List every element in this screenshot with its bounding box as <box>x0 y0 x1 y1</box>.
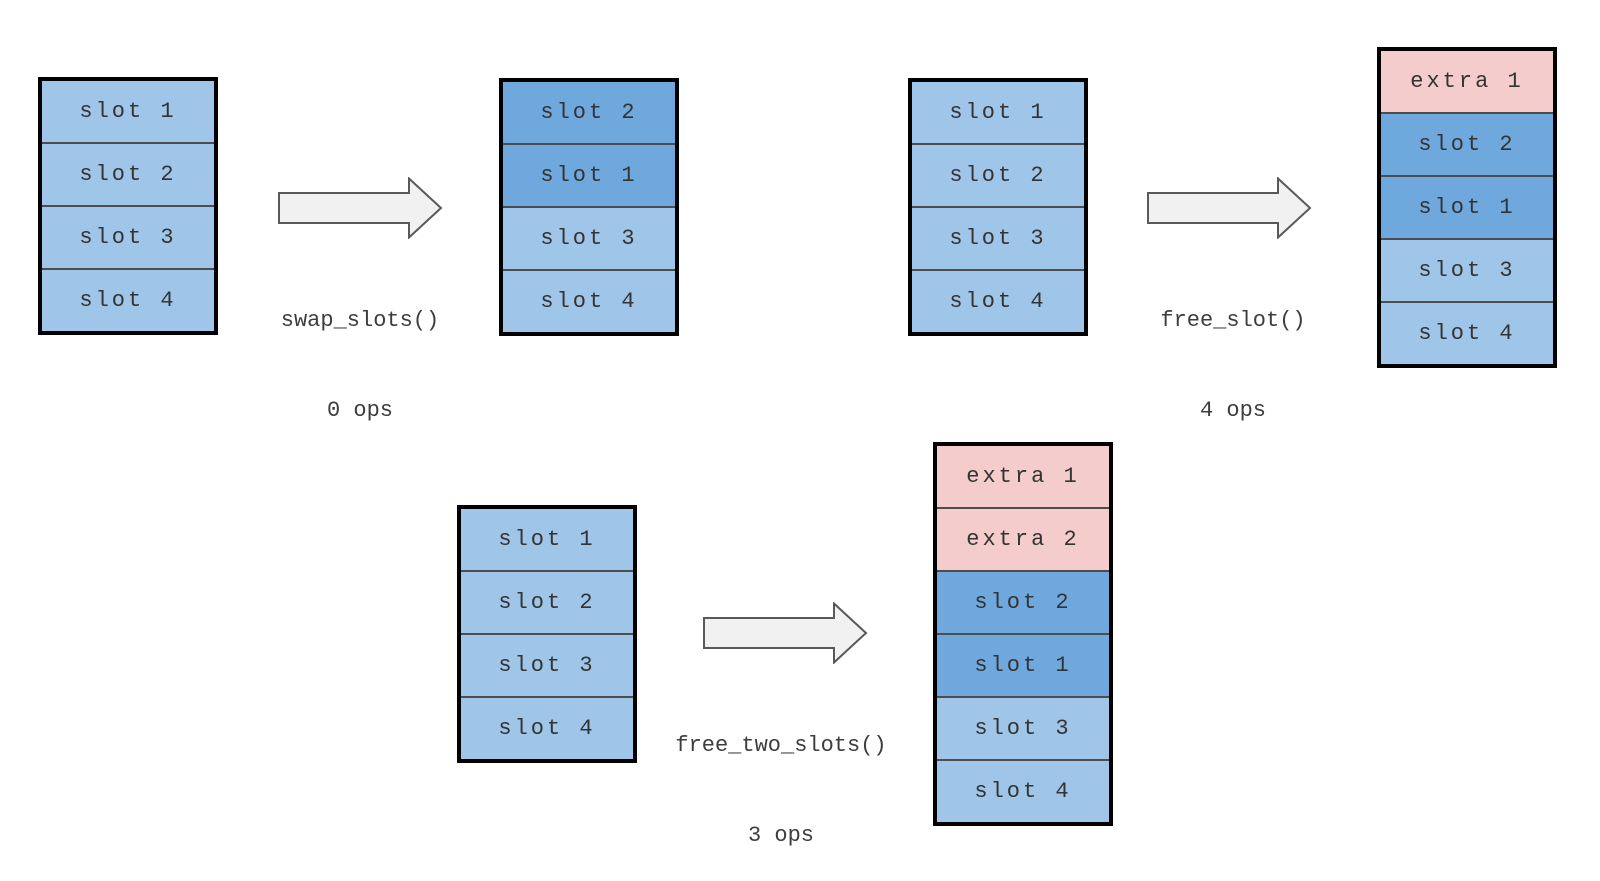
memory-stack-swap-before: slot 1 slot 2 slot 3 slot 4 <box>38 77 218 335</box>
stack-cell: slot 4 <box>42 268 214 331</box>
memory-stack-free-two-before: slot 1 slot 2 slot 3 slot 4 <box>457 505 637 763</box>
memory-stack-free-two-after: extra 1 extra 2 slot 2 slot 1 slot 3 slo… <box>933 442 1113 826</box>
operation-ops-count: 0 ops <box>326 398 393 423</box>
stack-cell: slot 1 <box>912 82 1084 143</box>
operation-label: free_two_slots() 3 ops <box>601 671 961 881</box>
stack-cell: slot 1 <box>1381 175 1553 238</box>
stack-cell: slot 4 <box>1381 301 1553 364</box>
operation-label: swap_slots() 0 ops <box>180 246 540 456</box>
stack-cell: slot 3 <box>937 696 1109 759</box>
stack-cell: slot 1 <box>42 81 214 142</box>
right-arrow-icon <box>703 602 868 664</box>
right-arrow-icon <box>278 177 443 239</box>
operation-ops-count: 4 ops <box>1199 398 1266 423</box>
stack-cell: slot 3 <box>461 633 633 696</box>
operation-function: free_two_slots() <box>675 733 887 758</box>
stack-cell: slot 4 <box>912 269 1084 332</box>
stack-cell: slot 1 <box>461 509 633 570</box>
stack-cell: slot 2 <box>937 570 1109 633</box>
stack-cell: slot 2 <box>912 143 1084 206</box>
stack-cell: slot 2 <box>1381 112 1553 175</box>
stack-cell: slot 1 <box>503 143 675 206</box>
memory-stack-free-after: extra 1 slot 2 slot 1 slot 3 slot 4 <box>1377 47 1557 368</box>
stack-cell: extra 1 <box>1381 51 1553 112</box>
stack-cell: slot 2 <box>503 82 675 143</box>
stack-cell: slot 4 <box>937 759 1109 822</box>
right-arrow-icon <box>1147 177 1312 239</box>
memory-stack-swap-after: slot 2 slot 1 slot 3 slot 4 <box>499 78 679 336</box>
stack-cell: extra 2 <box>937 507 1109 570</box>
stack-cell: slot 3 <box>42 205 214 268</box>
stack-cell: slot 3 <box>1381 238 1553 301</box>
operation-ops-count: 3 ops <box>747 823 814 848</box>
stack-cell: extra 1 <box>937 446 1109 507</box>
stack-cell: slot 4 <box>503 269 675 332</box>
stack-cell: slot 3 <box>912 206 1084 269</box>
stack-cell: slot 1 <box>937 633 1109 696</box>
memory-stack-free-before: slot 1 slot 2 slot 3 slot 4 <box>908 78 1088 336</box>
operation-function: swap_slots() <box>280 308 440 333</box>
operation-function: free_slot() <box>1160 308 1306 333</box>
stack-cell: slot 2 <box>42 142 214 205</box>
stack-cell: slot 2 <box>461 570 633 633</box>
stack-cell: slot 4 <box>461 696 633 759</box>
operation-label: free_slot() 4 ops <box>1053 246 1413 456</box>
stack-cell: slot 3 <box>503 206 675 269</box>
